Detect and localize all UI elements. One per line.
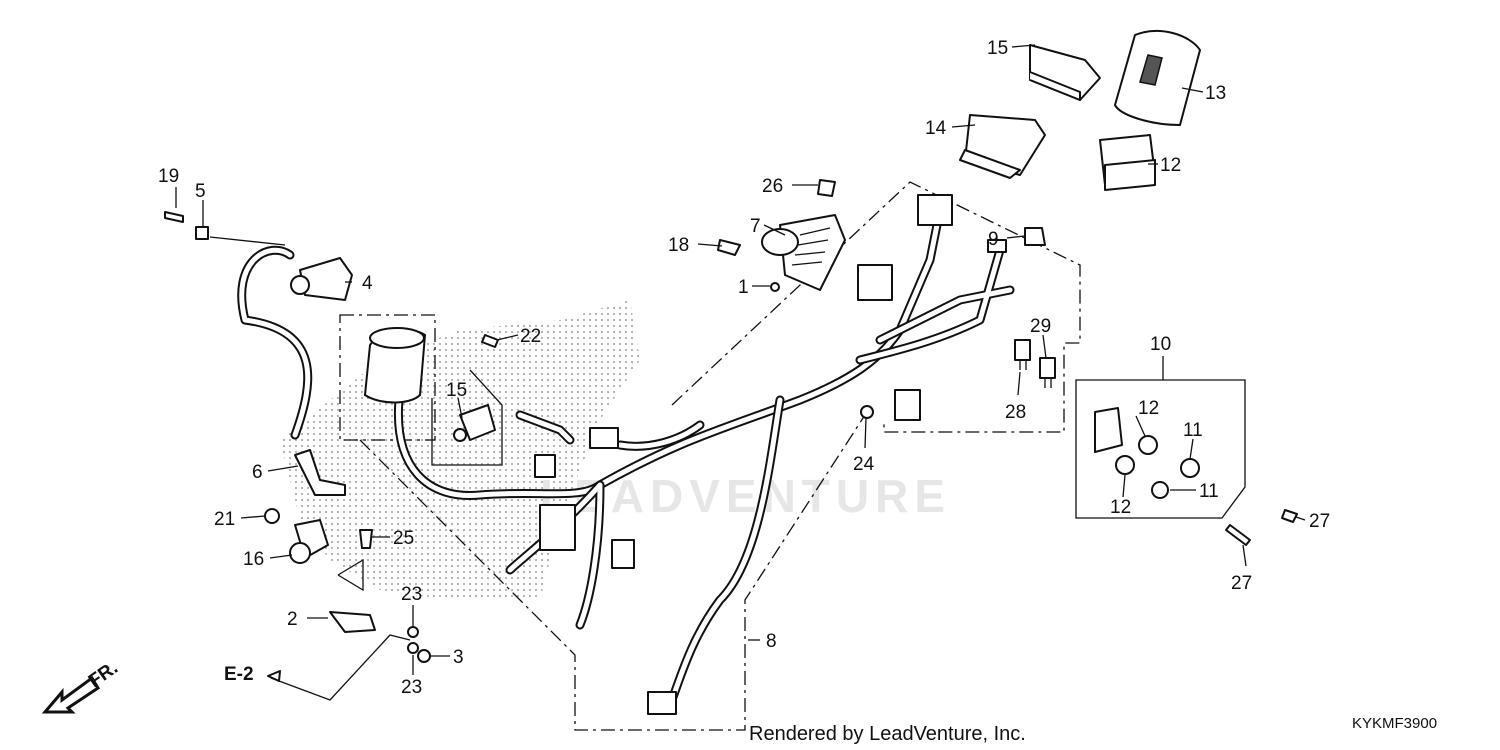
diagram-code: KYKMF3900 — [1352, 715, 1437, 732]
front-arrow-marker: FR. — [41, 657, 122, 714]
part-15-cover — [1114, 30, 1201, 126]
callout-8: 8 — [766, 631, 777, 652]
callout-7: 7 — [750, 216, 761, 237]
part-10-relay-base — [1094, 407, 1200, 499]
callout-18: 16 — [243, 549, 264, 570]
group-outline-18 — [337, 558, 364, 592]
callout-24: 24 — [853, 454, 875, 475]
callout-19: 19 — [158, 166, 179, 187]
callout-13: 15 — [446, 380, 467, 401]
stipple-shading — [280, 300, 640, 600]
callout-labels: 15 13 14 12 26 7 18 1 9 10 29 28 19 5 4 … — [158, 38, 1330, 698]
callout-16: 14 — [925, 118, 947, 139]
part-14-relay — [1099, 134, 1156, 191]
part-28-29-fuses — [1014, 339, 1056, 388]
group-outline-8 — [359, 414, 866, 731]
callout-15: 13 — [1205, 83, 1226, 104]
callout-2: 2 — [287, 609, 298, 630]
callout-29: 29 — [1030, 316, 1051, 337]
reference-e2: E-2 — [224, 664, 281, 685]
callout-3: 3 — [453, 647, 464, 668]
callout-5: 5 — [195, 181, 206, 202]
part-18-sensor — [289, 519, 329, 564]
callout-28: 28 — [1005, 402, 1026, 423]
callout-14: 12 — [1160, 155, 1181, 176]
part-main-capacitor — [364, 327, 426, 404]
callout-6: 6 — [252, 462, 263, 483]
callout-9: 9 — [988, 229, 999, 250]
part-7-holder — [761, 214, 846, 291]
leader-lines — [175, 44, 1306, 675]
reference-label: E-2 — [224, 664, 254, 685]
part-9-clip — [1024, 227, 1046, 246]
callout-27-right: 27 — [1309, 511, 1330, 532]
part-13-connector — [453, 404, 496, 442]
group-outline-e2 — [270, 634, 411, 701]
part-4-coil — [290, 257, 353, 301]
part-6-boot — [294, 449, 346, 496]
callout-12-top: 12 — [1138, 398, 1159, 419]
callout-17: 15 — [987, 38, 1008, 59]
callout-12-bottom: 12 — [1110, 497, 1131, 518]
part-16-unit — [959, 114, 1046, 179]
part-connectors-harness — [534, 194, 1007, 715]
main-harness — [237, 205, 1015, 710]
part-17-module — [1029, 44, 1101, 101]
callout-20: 18 — [668, 235, 689, 256]
callout-11-top: 11 — [1183, 420, 1203, 441]
group-outline-10 — [1075, 379, 1246, 519]
callout-22: 22 — [520, 326, 541, 347]
callout-25: 25 — [393, 528, 414, 549]
group-outline-13 — [431, 369, 503, 466]
group-outline-main — [339, 314, 436, 441]
callout-10: 10 — [1150, 334, 1171, 355]
callout-11-bottom: 11 — [1199, 481, 1219, 502]
small-hardware — [164, 179, 1298, 663]
callout-21: 21 — [214, 509, 235, 530]
group-outline-harness — [671, 181, 1081, 433]
part-2-bracket — [329, 611, 376, 633]
callout-1: 1 — [738, 277, 749, 298]
callout-27-bottom: 27 — [1231, 573, 1252, 594]
callout-23-bottom: 23 — [401, 677, 422, 698]
callout-26: 26 — [762, 176, 783, 197]
callout-23-top: 23 — [401, 584, 422, 605]
credit-text: Rendered by LeadVenture, Inc. — [749, 723, 1026, 745]
front-arrow-icon — [41, 675, 101, 714]
callout-4: 4 — [362, 273, 373, 294]
